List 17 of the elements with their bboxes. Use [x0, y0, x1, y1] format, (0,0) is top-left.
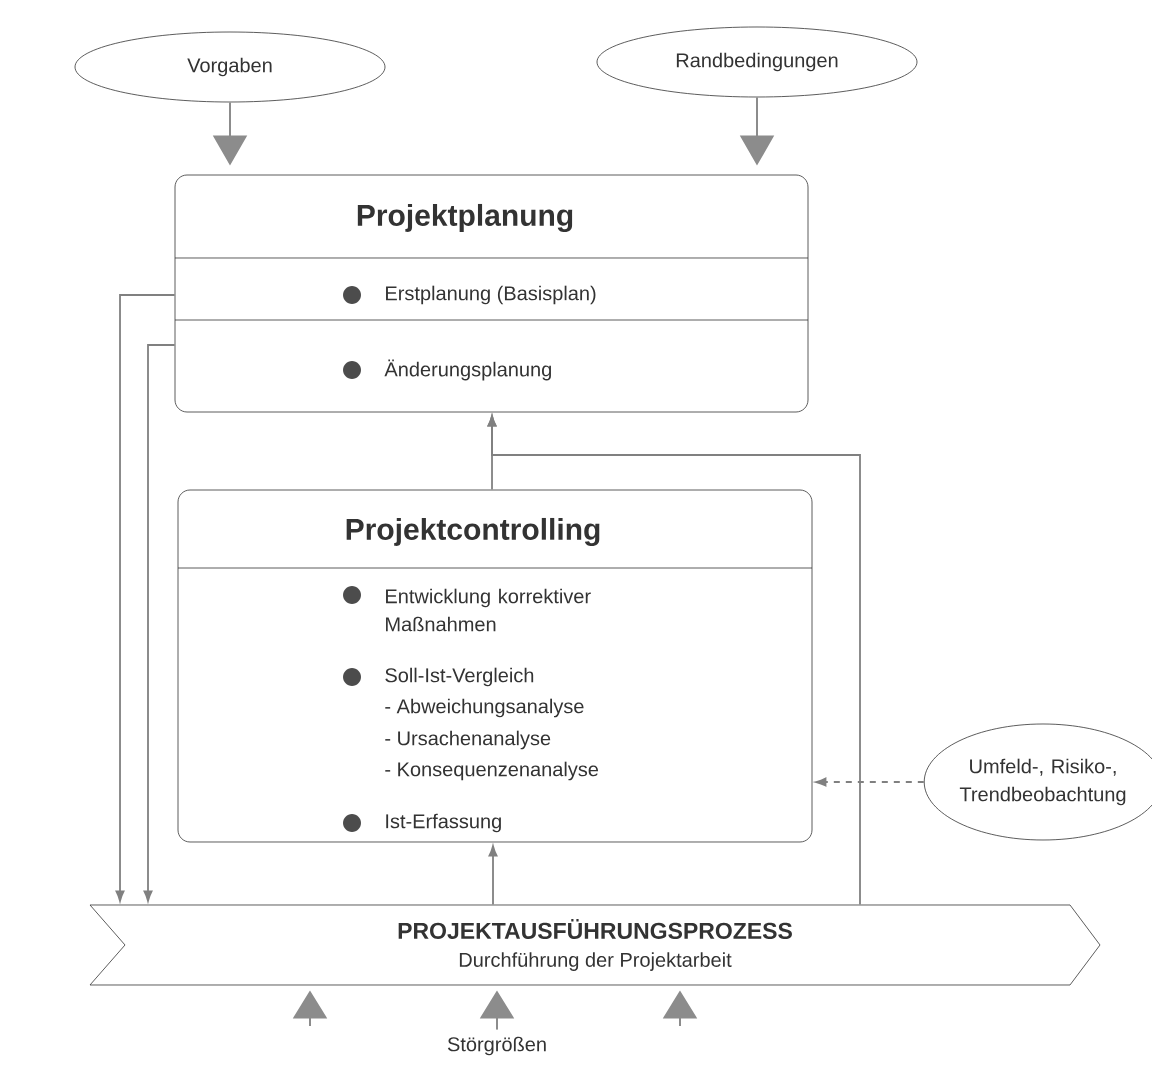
arrow: [115, 294, 176, 902]
list-item: Ist-Erfassung: [343, 813, 501, 833]
list-item: Erstplanung (Basisplan): [343, 285, 596, 305]
list-item: - Abweichungsanalyse: [385, 698, 584, 718]
list-item: - Konsequenzenanalyse: [385, 761, 599, 781]
box-heading: Projektplanung: [357, 203, 573, 233]
caption-text: Störgrößen: [447, 1036, 546, 1056]
list-item: Soll-Ist-Vergleich: [343, 667, 534, 687]
list-item: Änderungsplanung: [343, 359, 551, 381]
arrow: [488, 845, 498, 906]
arrow: [815, 777, 925, 787]
arrow: [143, 344, 176, 902]
list-item: - Ursachenanalyse: [385, 730, 551, 750]
box-heading: Projektcontrolling: [346, 517, 600, 547]
process-arrow-band: PROJEKTAUSFÜHRUNGSPROZESS Durchführung der Projektarbeit: [89, 904, 1101, 986]
list-item: Entwicklung korrektiver Maßnahmen: [343, 586, 591, 632]
arrow: [487, 415, 861, 906]
